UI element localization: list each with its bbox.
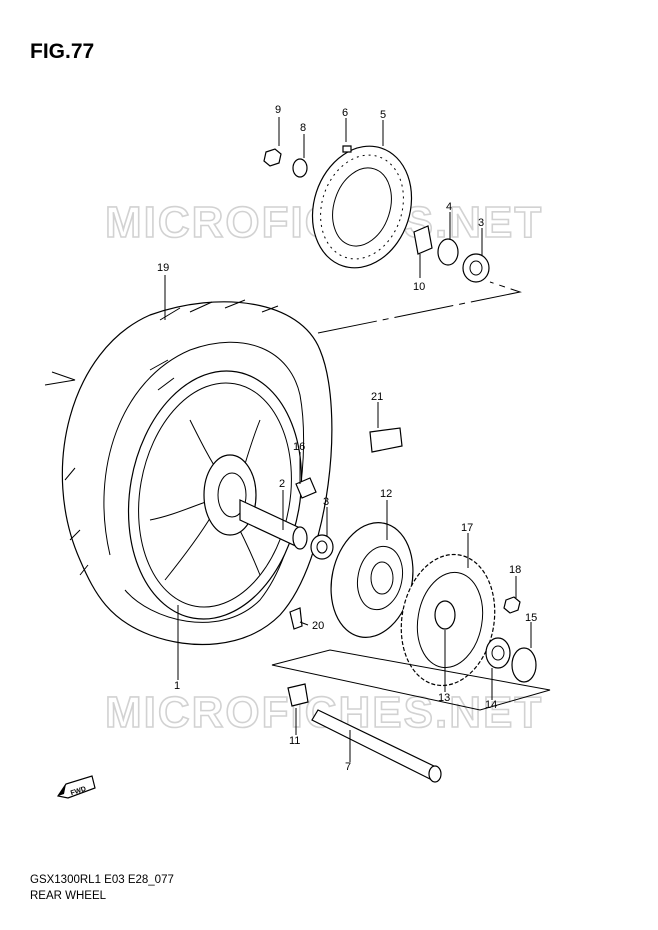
callout-15: 15 bbox=[525, 612, 537, 624]
callout-4: 4 bbox=[446, 201, 452, 213]
callout-13: 13 bbox=[438, 692, 450, 704]
callout-20: 20 bbox=[312, 620, 324, 632]
callout-11: 11 bbox=[289, 735, 300, 747]
spacer-axle bbox=[287, 683, 309, 707]
washer bbox=[292, 158, 308, 178]
damper bbox=[295, 477, 317, 499]
callout-6: 6 bbox=[342, 107, 348, 119]
callout-9: 9 bbox=[275, 104, 281, 116]
oil-seal-sprocket bbox=[511, 647, 537, 683]
diagram-code: GSX1300RL1 E03 E28_077 bbox=[30, 874, 174, 886]
bearing-sprocket bbox=[485, 637, 511, 669]
diagram-caption: REAR WHEEL bbox=[30, 890, 107, 902]
callout-17: 17 bbox=[461, 522, 473, 534]
sprocket-nut bbox=[503, 596, 521, 614]
callout-12: 12 bbox=[380, 488, 392, 500]
nut bbox=[263, 148, 282, 167]
fwd-label: FWD bbox=[70, 786, 87, 798]
callout-5: 5 bbox=[380, 109, 386, 121]
bearing-upper bbox=[462, 253, 490, 283]
callout-16: 16 bbox=[293, 441, 305, 453]
figure-title: FIG.77 bbox=[30, 40, 95, 63]
axle-collar bbox=[239, 499, 308, 550]
oil-seal bbox=[437, 238, 459, 266]
valve bbox=[289, 607, 303, 630]
spacer-sprocket bbox=[434, 600, 456, 630]
bearing-lower bbox=[310, 534, 334, 560]
rear-axle bbox=[311, 709, 442, 783]
callout-14: 14 bbox=[485, 699, 497, 711]
leader-lines bbox=[164, 117, 532, 762]
callout-21: 21 bbox=[371, 391, 383, 403]
callout-2: 2 bbox=[279, 478, 285, 490]
callout-3-lower: 3 bbox=[323, 496, 329, 508]
callout-1: 1 bbox=[174, 680, 180, 692]
spacer-upper bbox=[413, 225, 433, 255]
callout-7: 7 bbox=[345, 761, 351, 773]
callout-18: 18 bbox=[509, 564, 521, 576]
disc-bolt bbox=[342, 145, 352, 153]
bushing bbox=[369, 427, 403, 453]
callout-numbers: 9 8 6 5 4 3 10 19 21 16 2 3 12 17 18 15 … bbox=[157, 104, 537, 773]
brake-disc bbox=[311, 145, 413, 269]
callout-3-upper: 3 bbox=[478, 217, 484, 229]
fwd-arrow-icon: FWD bbox=[57, 775, 96, 799]
callout-8: 8 bbox=[300, 122, 306, 134]
callout-10: 10 bbox=[413, 281, 425, 293]
callout-19: 19 bbox=[157, 262, 169, 274]
